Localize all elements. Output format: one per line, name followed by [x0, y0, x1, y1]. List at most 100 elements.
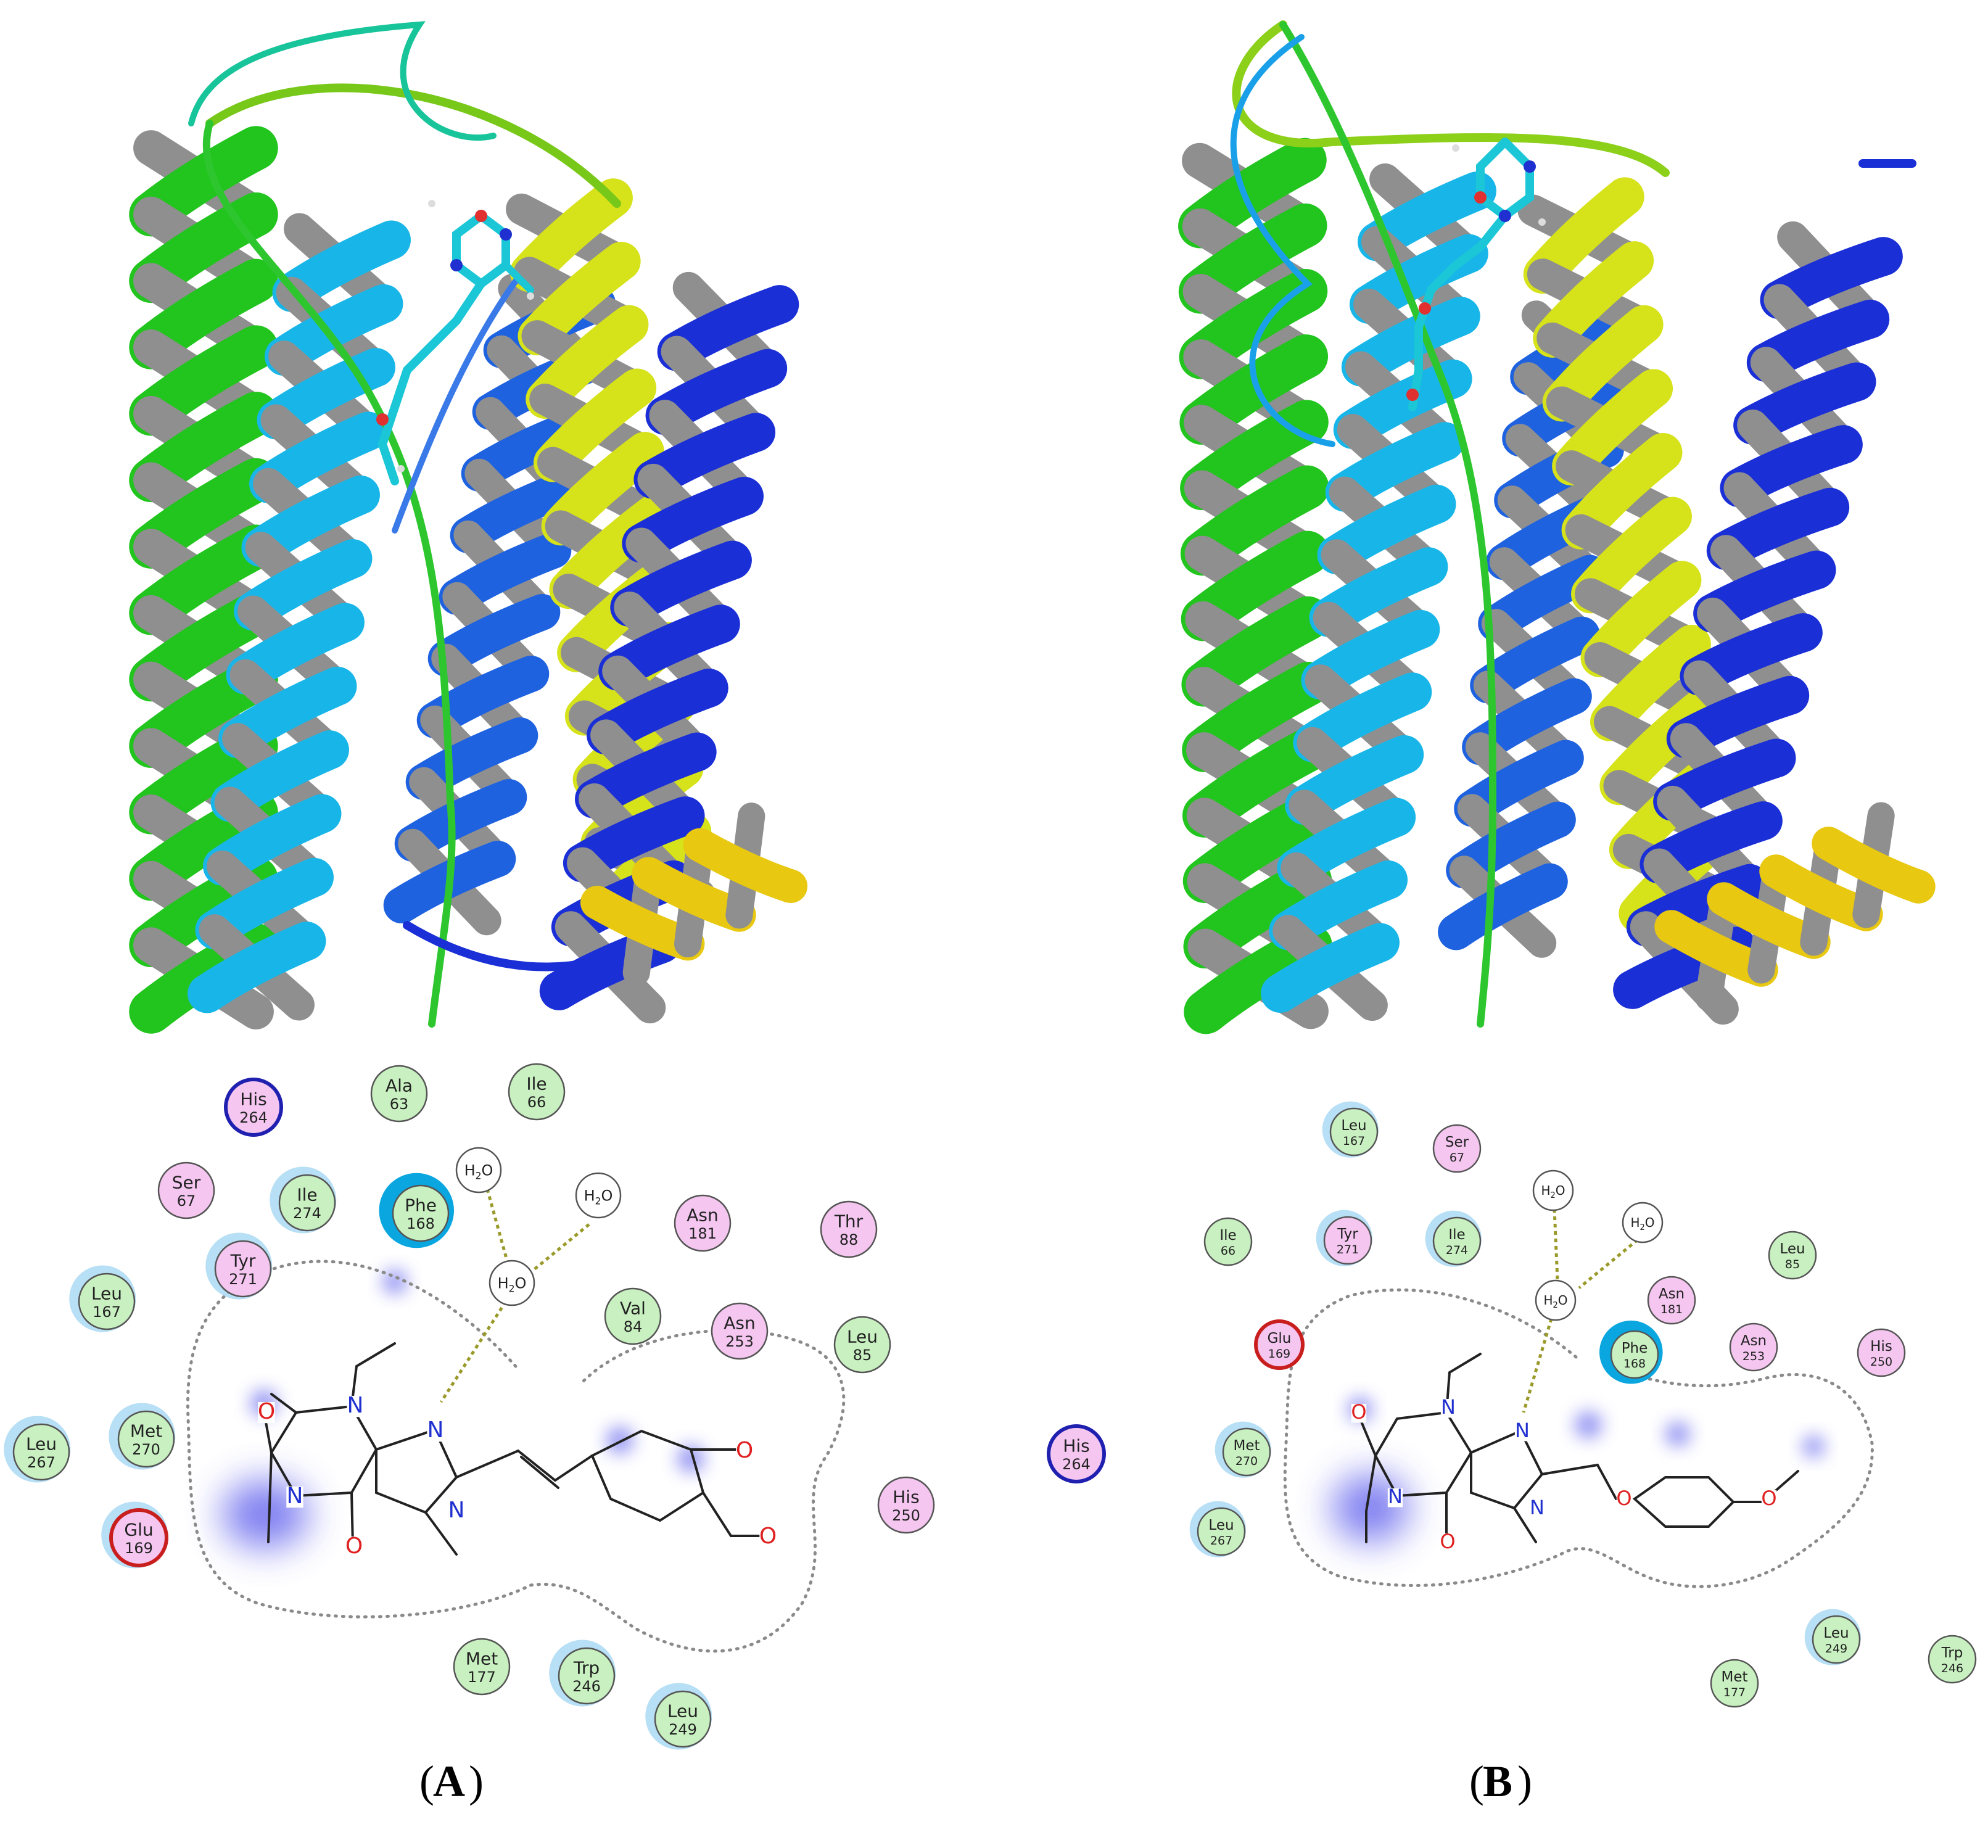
residue-number: 274	[293, 1205, 321, 1222]
atom-label: O	[258, 1399, 275, 1424]
residue-name: Trp	[1941, 1645, 1963, 1661]
svg-text:): )	[1517, 1757, 1532, 1806]
atom-label: N	[287, 1483, 303, 1509]
residue-name: His	[893, 1487, 919, 1507]
residue-disc	[674, 1194, 732, 1252]
residue-disc	[1329, 1107, 1379, 1157]
residue-number: 249	[1825, 1642, 1847, 1656]
helix-gold-a	[580, 802, 808, 986]
residue-name: Met	[466, 1648, 498, 1669]
residue-number: 177	[1723, 1686, 1746, 1699]
water-molecule: H2O	[455, 1147, 502, 1194]
residue-name: Leu	[1341, 1118, 1366, 1134]
svg-text:H2O: H2O	[1541, 1183, 1565, 1200]
panel-label-a: ( A )	[419, 1757, 484, 1806]
residue-number: 181	[1660, 1303, 1683, 1316]
residue-number: 169	[1268, 1347, 1290, 1361]
helix-lightblue-b	[1261, 163, 1496, 1021]
helix-gold-b	[1654, 802, 1936, 1012]
residue-number: 88	[839, 1231, 859, 1248]
residue-number: 270	[1235, 1454, 1258, 1468]
residue-name: Leu	[847, 1326, 878, 1347]
residue-disc	[1203, 1217, 1253, 1266]
residue-number: 66	[1221, 1244, 1235, 1258]
residue-disc	[1197, 1507, 1246, 1556]
water-molecule: H2O	[1622, 1202, 1664, 1244]
atom-label: N	[1388, 1485, 1403, 1508]
residue-number: 181	[688, 1225, 717, 1242]
panel-label-b: ( B )	[1469, 1757, 1532, 1806]
atom-label: N	[1530, 1496, 1545, 1519]
residue-number: 168	[406, 1215, 435, 1232]
residue-disc	[1812, 1615, 1861, 1664]
residue-disc	[604, 1287, 662, 1345]
residue-number: 85	[853, 1347, 872, 1364]
helix-darkblue-b	[1613, 221, 1903, 1025]
water-molecule: H2O	[1535, 1279, 1577, 1321]
hbond-line	[533, 1223, 590, 1271]
svg-text:): )	[469, 1757, 484, 1806]
panel-label-a-text: A	[433, 1757, 465, 1806]
svg-text:H2O: H2O	[464, 1161, 493, 1181]
atom-label: O	[345, 1533, 363, 1559]
residue-name: Ile	[526, 1073, 546, 1094]
residue-number: 246	[572, 1678, 601, 1695]
residue-disc	[508, 1063, 566, 1121]
helix-green-b	[1178, 138, 1332, 1034]
residue-name: His	[240, 1089, 266, 1109]
residue-name: Leu	[26, 1433, 57, 1454]
binding-pocket-outline	[1283, 1288, 1874, 1588]
residue-number: 264	[1062, 1456, 1091, 1473]
ligand-structure-a	[264, 1342, 766, 1556]
residue-disc	[1254, 1319, 1305, 1370]
residue-number: 267	[27, 1454, 56, 1471]
residue-disc	[1432, 1124, 1482, 1173]
residue-name: His	[1870, 1339, 1892, 1355]
residue-number: 67	[1450, 1151, 1464, 1165]
protein-structure-a	[129, 21, 808, 1034]
svg-text:H2O: H2O	[498, 1274, 527, 1294]
residue-number: 249	[669, 1721, 697, 1738]
residue-disc	[558, 1647, 616, 1705]
residue-disc	[370, 1065, 428, 1123]
hbond-line	[485, 1189, 511, 1270]
residue-disc	[78, 1273, 136, 1330]
residue-name: Phe	[405, 1195, 437, 1215]
residue-name: Met	[130, 1421, 162, 1441]
residue-disc	[1047, 1424, 1106, 1483]
residue-number: 250	[892, 1507, 920, 1524]
residue-number: 168	[1623, 1357, 1646, 1371]
water-molecule: H2O	[489, 1260, 535, 1306]
residue-name: Leu	[1208, 1517, 1234, 1533]
residue-disc	[12, 1423, 70, 1481]
loop-b	[1230, 20, 1916, 1028]
residue-name: Ser	[1445, 1134, 1469, 1150]
residue-name: Ser	[172, 1172, 201, 1192]
residue-name: Ile	[1448, 1227, 1465, 1243]
helix-darkblue-a	[539, 271, 799, 1024]
residue-disc	[117, 1410, 175, 1468]
residue-name: Leu	[91, 1283, 122, 1303]
residue-disc	[1710, 1659, 1759, 1708]
residue-number: 253	[725, 1333, 754, 1350]
svg-text:H2O: H2O	[584, 1187, 613, 1207]
residue-number: 271	[229, 1271, 257, 1288]
residue-name: Asn	[1659, 1286, 1685, 1302]
residue-name: Glu	[124, 1519, 153, 1540]
